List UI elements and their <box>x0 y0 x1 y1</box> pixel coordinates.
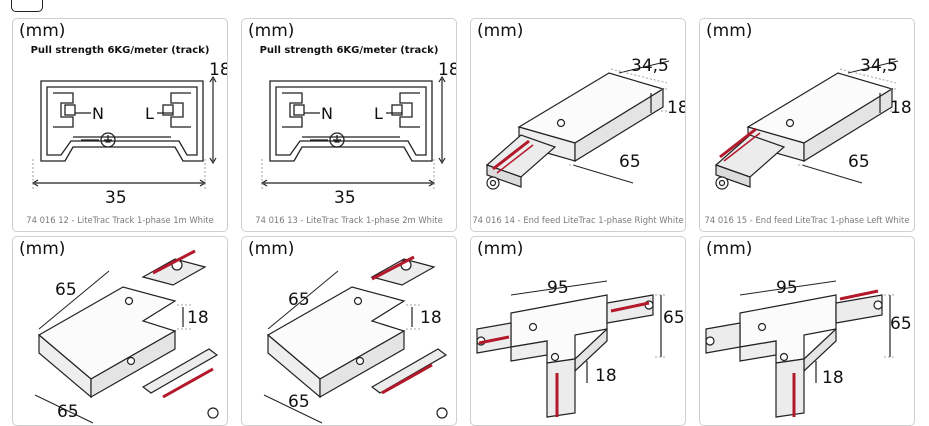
height-dimension: 18 <box>822 368 844 388</box>
unit-label: (mm) <box>248 239 295 259</box>
top-dimension: 65 <box>55 280 77 300</box>
depth-dimension: 65 <box>890 314 912 334</box>
height-dimension: 18 <box>209 60 228 80</box>
length-dimension: 65 <box>848 152 870 172</box>
bottom-dimension: 65 <box>288 392 310 412</box>
live-label: L <box>145 104 154 123</box>
product-caption: 74 016 13 - LiteTrac Track 1-phase 2m Wh… <box>255 215 443 225</box>
unit-label: (mm) <box>477 239 524 259</box>
length-dimension: 65 <box>619 152 641 172</box>
neutral-label: N <box>321 104 333 123</box>
product-caption: 74 016 12 - LiteTrac Track 1-phase 1m Wh… <box>26 215 214 225</box>
height-dimension: 18 <box>667 98 686 118</box>
track-profile-drawing: N L 18 35 <box>260 60 457 208</box>
product-card-end-feed-right: (mm) 34,5 18 65 74 016 14 - End feed Lit… <box>470 18 686 232</box>
product-card-t-connector-b: (mm) 95 65 18 <box>699 236 915 426</box>
live-label: L <box>374 104 383 123</box>
end-feed-drawing: 34,5 18 65 <box>485 56 686 190</box>
width-dimension: 34,5 <box>860 56 898 76</box>
height-dimension: 18 <box>438 60 457 80</box>
product-card-l-connector-a: (mm) 65 18 65 <box>12 236 228 426</box>
pull-strength-note: Pull strength 6KG/meter (track) <box>259 45 439 56</box>
pull-strength-note: Pull strength 6KG/meter (track) <box>30 45 210 56</box>
unit-label: (mm) <box>477 21 524 41</box>
height-dimension: 18 <box>890 98 912 118</box>
product-caption: 74 016 14 - End feed LiteTrac 1-phase Ri… <box>472 215 684 225</box>
neutral-label: N <box>92 104 104 123</box>
product-caption: 74 016 15 - End feed LiteTrac 1-phase Le… <box>704 215 910 225</box>
width-dimension: 95 <box>776 278 798 298</box>
height-dimension: 18 <box>595 366 617 386</box>
product-card-t-connector-a: (mm) 95 65 18 <box>470 236 686 426</box>
height-dimension: 18 <box>420 308 442 328</box>
track-profile-drawing: N L 18 35 <box>31 60 228 208</box>
height-dimension: 18 <box>187 308 209 328</box>
width-dimension: 95 <box>547 278 569 298</box>
depth-dimension: 65 <box>663 308 685 328</box>
width-dimension: 34,5 <box>631 56 669 76</box>
bottom-dimension: 65 <box>57 402 79 422</box>
end-feed-drawing: 34,5 18 65 <box>714 56 912 190</box>
unit-label: (mm) <box>19 239 66 259</box>
t-connector-drawing: 95 65 18 <box>476 278 685 418</box>
l-connector-drawing: 65 18 65 <box>263 255 448 424</box>
l-connector-drawing: 65 18 65 <box>34 249 219 424</box>
width-dimension: 35 <box>334 188 356 208</box>
t-connector-drawing: 95 65 18 <box>705 278 912 418</box>
unit-label: (mm) <box>19 21 66 41</box>
product-card-track-1m: (mm) Pull strength 6KG/meter (track) N L… <box>12 18 228 232</box>
unit-label: (mm) <box>248 21 295 41</box>
unit-label: (mm) <box>706 239 753 259</box>
unit-label: (mm) <box>706 21 753 41</box>
product-card-track-2m: (mm) Pull strength 6KG/meter (track) N L… <box>241 18 457 232</box>
product-card-l-connector-b: (mm) 65 18 65 <box>241 236 457 426</box>
width-dimension: 35 <box>105 188 127 208</box>
top-dimension: 65 <box>288 290 310 310</box>
product-card-end-feed-left: (mm) 34,5 18 65 74 016 15 - End feed Lit… <box>699 18 915 232</box>
corner-tab <box>11 0 43 12</box>
